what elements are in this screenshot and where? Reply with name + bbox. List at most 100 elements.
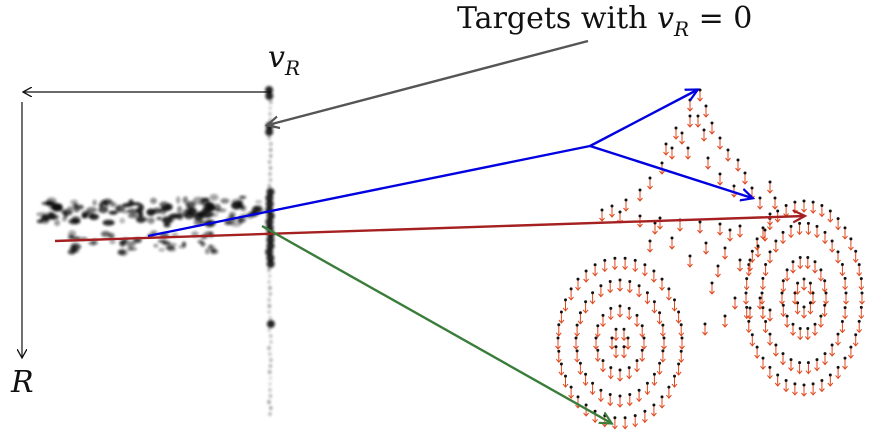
point-vector (651, 372, 658, 386)
point-vector (805, 361, 812, 375)
point-vector (709, 121, 715, 135)
point-vector (810, 382, 816, 396)
point-vector (558, 310, 565, 324)
point-vector (814, 224, 820, 239)
axis-label-r: R (10, 365, 34, 400)
point-vector (687, 254, 693, 268)
green-arrow (261, 224, 611, 423)
point-vector (767, 212, 773, 226)
point-vector (617, 368, 623, 382)
rd-blob (160, 205, 170, 213)
point-vector (607, 393, 614, 407)
point-vector (709, 281, 715, 295)
point-vector (678, 349, 685, 363)
point-vector (743, 277, 750, 291)
point-vector (780, 352, 786, 366)
vehicle-point-cloud (555, 88, 865, 430)
rd-blob (239, 195, 247, 199)
point-vector (749, 333, 756, 347)
rd-blob (98, 206, 109, 214)
point-vector (804, 256, 811, 270)
point-vector (792, 382, 798, 396)
axis-label-vr-sub: R (284, 56, 300, 80)
point-vector (656, 311, 663, 325)
rd-blob (100, 200, 108, 206)
rd-blob (268, 178, 273, 182)
point-vector (835, 250, 841, 264)
point-vector (607, 366, 614, 380)
rd-blob (163, 222, 171, 228)
point-vector (651, 300, 658, 314)
point-vector (669, 146, 675, 160)
rd-blob (100, 231, 111, 237)
rd-blob (255, 200, 262, 204)
rd-blob (224, 220, 233, 226)
rd-blob (130, 202, 142, 206)
point-vector (558, 362, 565, 376)
point-vector (669, 236, 675, 250)
point-vector (575, 277, 581, 291)
point-vector (856, 319, 863, 334)
point-vector (835, 217, 841, 231)
annotation-prefix: Targets with (457, 1, 657, 36)
rd-blob (266, 260, 275, 268)
point-vector (829, 343, 835, 357)
annotation-sub: R (673, 17, 689, 41)
point-vector (767, 250, 773, 264)
point-vector (577, 311, 584, 325)
rd-blob (153, 244, 159, 248)
rd-blob (268, 106, 272, 110)
point-vector (858, 277, 865, 291)
point-vector (659, 277, 665, 291)
point-vector (675, 362, 682, 376)
annotation-eq: = 0 (689, 1, 752, 36)
point-vector (666, 385, 672, 399)
point-vector (592, 263, 598, 277)
rd-blob (267, 184, 271, 188)
rd-blob (127, 213, 139, 219)
point-vector (562, 298, 569, 312)
rd-blob (108, 210, 118, 215)
rd-blob (268, 388, 272, 392)
rd-blob (200, 211, 212, 219)
point-vector (621, 327, 627, 342)
point-vector (701, 128, 707, 142)
axes (22, 92, 271, 357)
rd-blob (267, 400, 271, 404)
rd-blob (181, 241, 187, 247)
rd-blob (161, 216, 173, 224)
rd-blob (51, 203, 63, 211)
rd-blob (265, 92, 274, 100)
rd-blob (126, 240, 136, 248)
blue-arrows (147, 90, 752, 238)
rd-blob (36, 212, 48, 217)
rd-blob (267, 280, 271, 284)
point-vector (767, 332, 773, 346)
point-vector (598, 388, 604, 403)
point-vector (644, 381, 651, 396)
point-vector (859, 291, 865, 305)
point-vector (773, 239, 779, 253)
point-vector (767, 365, 773, 380)
point-vector (594, 324, 601, 338)
point-vector (644, 291, 651, 305)
point-vector (755, 244, 761, 258)
rd-blob (265, 194, 274, 202)
point-vector (626, 366, 633, 380)
point-vector (835, 365, 841, 380)
point-vector (792, 200, 798, 214)
point-vector (705, 156, 711, 170)
point-vector (858, 305, 865, 320)
point-vector (818, 268, 824, 282)
point-vector (660, 323, 666, 337)
rd-blob (266, 212, 275, 220)
rd-blob (72, 218, 78, 224)
point-vector (788, 224, 794, 239)
point-vector (632, 414, 639, 428)
point-vector (641, 336, 647, 350)
rd-blob (182, 196, 189, 204)
rd-blob (269, 100, 273, 104)
rd-blob (102, 219, 115, 226)
rd-blob (267, 328, 271, 332)
blue-arrow-up (589, 90, 697, 148)
